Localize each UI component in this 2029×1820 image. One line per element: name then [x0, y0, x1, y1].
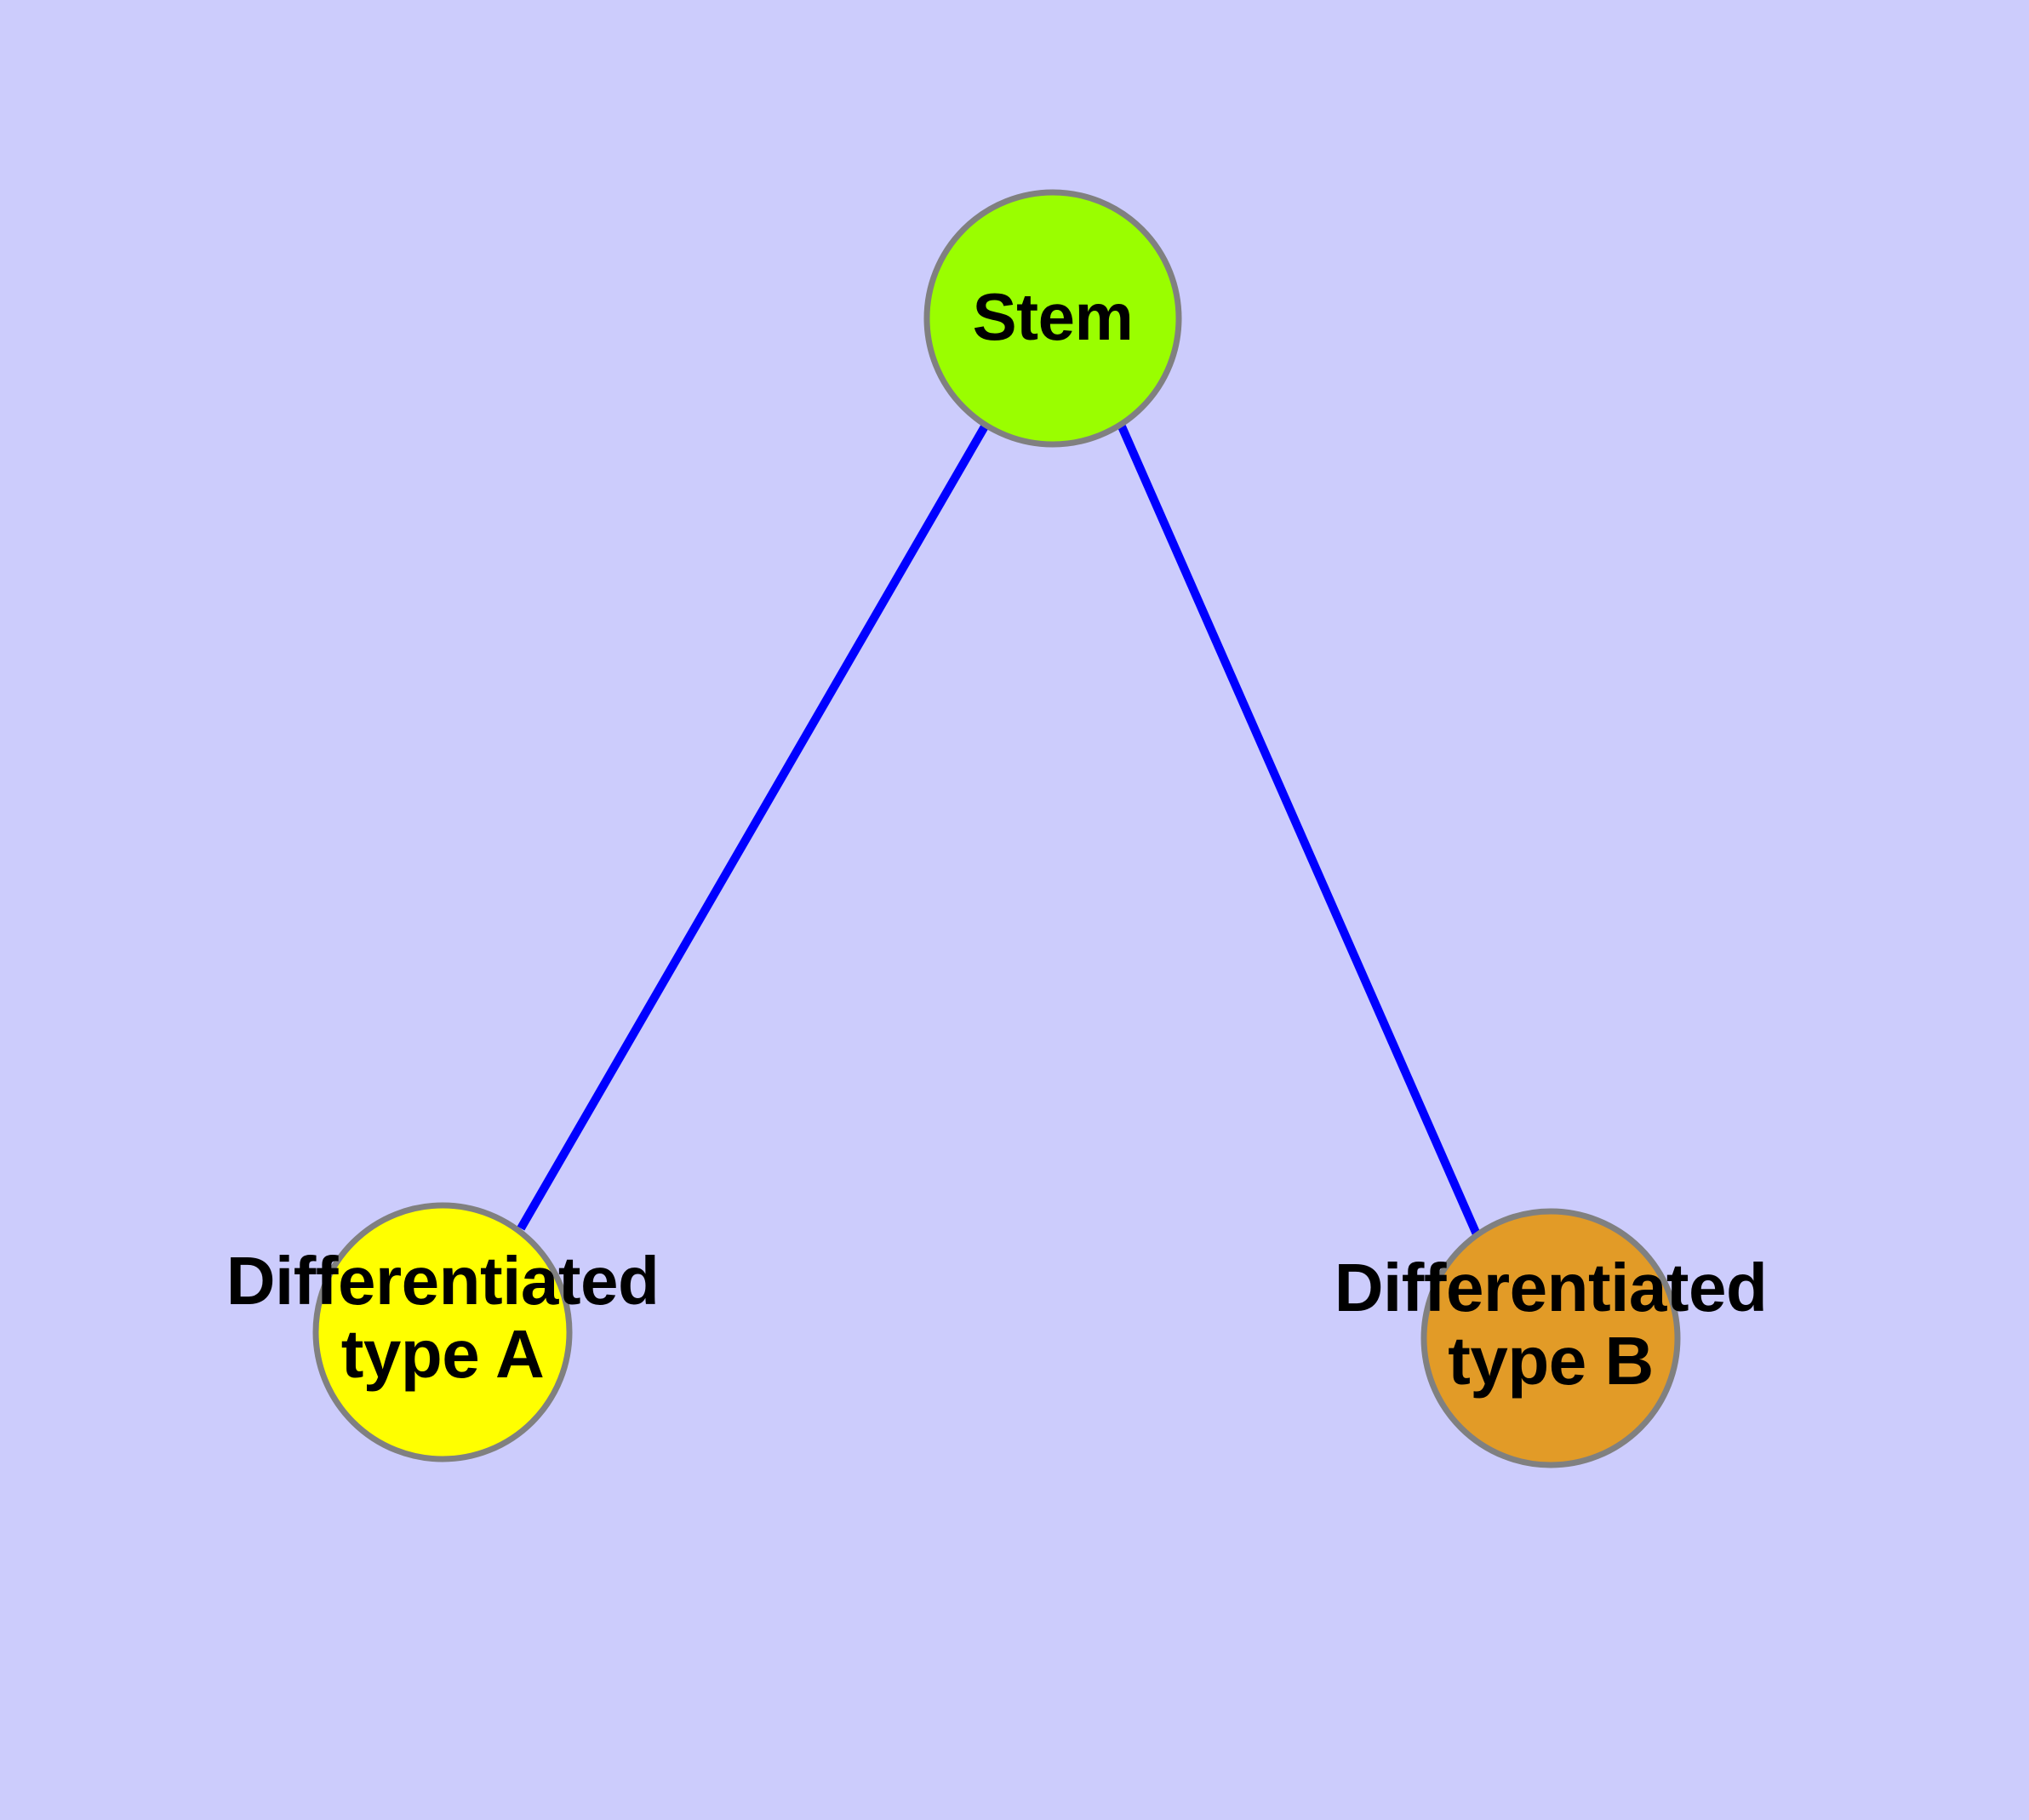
- node-circle-diff-b[interactable]: [1420, 1208, 1681, 1468]
- edge-stem-to-diff-b[interactable]: [1117, 424, 1481, 1237]
- node-circle-stem[interactable]: [923, 189, 1182, 448]
- node-circle-diff-a[interactable]: [312, 1202, 573, 1462]
- edge-stem-to-diff-a[interactable]: [517, 424, 989, 1231]
